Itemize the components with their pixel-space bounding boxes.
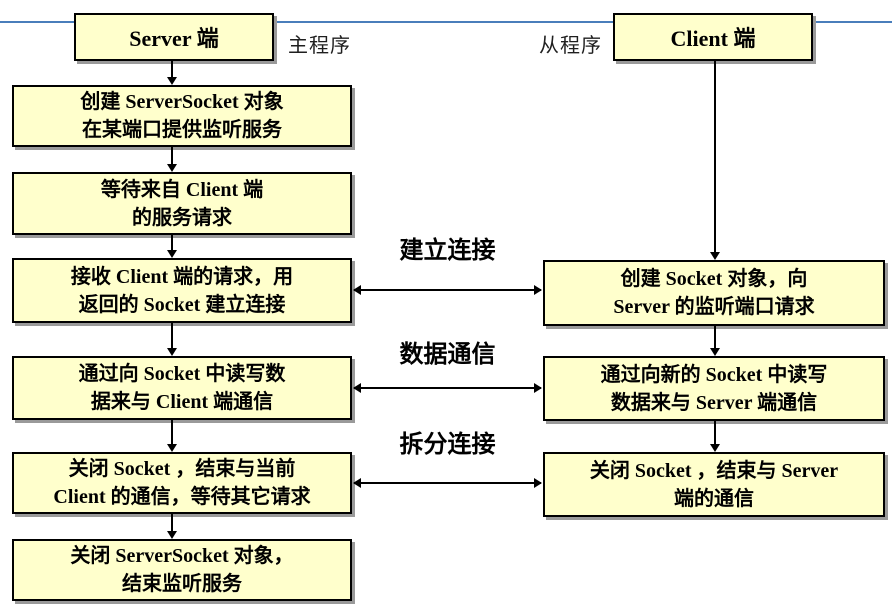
server-step-6-box: 关闭 ServerSocket 对象， 结束监听服务	[12, 539, 352, 601]
top-divider-line	[0, 21, 892, 23]
arrow-client-step2-to-step3	[710, 421, 720, 452]
client-step-1-box: 创建 Socket 对象，向 Server 的监听端口请求	[543, 260, 885, 326]
client-title-label: Client 端	[670, 26, 756, 51]
client-step-1-line2: Server 的监听端口请求	[613, 296, 815, 318]
client-step-2-line2: 数据来与 Server 端通信	[610, 391, 818, 414]
arrow-establish-connection	[353, 285, 542, 295]
arrow-server-step4-to-step5	[167, 420, 177, 452]
phase-label-data-communication: 数据通信	[399, 342, 496, 368]
server-step-4-line1: 通过向 Socket 中读写数	[78, 363, 286, 385]
server-step-1-box: 创建 ServerSocket 对象 在某端口提供监听服务	[12, 85, 352, 147]
arrow-server-step5-to-step6	[167, 514, 177, 539]
client-step-1-line1: 创建 Socket 对象，向	[620, 268, 808, 290]
arrow-server-step3-to-step4	[167, 323, 177, 356]
arrow-client-step1-to-step2	[710, 326, 720, 356]
server-title-label: Server 端	[129, 26, 219, 51]
server-step-3-line2: 返回的 Socket 建立连接	[78, 293, 286, 316]
server-step-1-line2: 在某端口提供监听服务	[82, 119, 282, 141]
server-step-2-box: 等待来自 Client 端 的服务请求	[12, 172, 352, 235]
client-step-3-line1: 关闭 Socket ，结束与 Server	[589, 459, 839, 482]
server-step-4-box: 通过向 Socket 中读写数 据来与 Client 端通信	[12, 356, 352, 420]
arrow-server-step1-to-step2	[167, 147, 177, 172]
server-step-3-box: 接收 Client 端的请求，用 返回的 Socket 建立连接	[12, 258, 352, 323]
phase-label-teardown-connection: 拆分连接	[399, 432, 496, 458]
server-title-box: Server 端	[74, 13, 274, 61]
arrow-data-communication	[353, 383, 542, 393]
arrow-client-title-to-step1	[710, 61, 720, 260]
server-step-2-line2: 的服务请求	[132, 206, 232, 229]
server-step-5-line2: Client 的通信，等待其它请求	[53, 486, 311, 508]
sub-program-label: 从程序	[539, 35, 602, 57]
client-step-3-box: 关闭 Socket ，结束与 Server 端的通信	[543, 452, 885, 517]
phase-label-establish-connection: 建立连接	[399, 238, 496, 264]
arrow-server-step2-to-step3	[167, 235, 177, 258]
server-step-6-line1: 关闭 ServerSocket 对象，	[70, 545, 294, 567]
arrow-teardown-connection	[353, 478, 542, 488]
client-step-3-line2: 端的通信	[674, 487, 754, 510]
client-step-2-line1: 通过向新的 Socket 中读写	[600, 363, 828, 386]
server-step-2-line1: 等待来自 Client 端	[100, 178, 264, 201]
server-step-3-line1: 接收 Client 端的请求，用	[70, 265, 294, 288]
server-step-6-line2: 结束监听服务	[122, 573, 242, 595]
client-title-box: Client 端	[613, 13, 813, 61]
server-step-5-box: 关闭 Socket ，结束与当前 Client 的通信，等待其它请求	[12, 452, 352, 514]
server-step-5-line1: 关闭 Socket ，结束与当前	[68, 458, 296, 480]
main-program-label: 主程序	[288, 35, 351, 57]
client-step-2-box: 通过向新的 Socket 中读写 数据来与 Server 端通信	[543, 356, 885, 421]
server-step-4-line2: 据来与 Client 端通信	[90, 391, 274, 413]
server-step-1-line1: 创建 ServerSocket 对象	[80, 91, 284, 113]
arrow-server-title-to-step1	[167, 61, 177, 85]
